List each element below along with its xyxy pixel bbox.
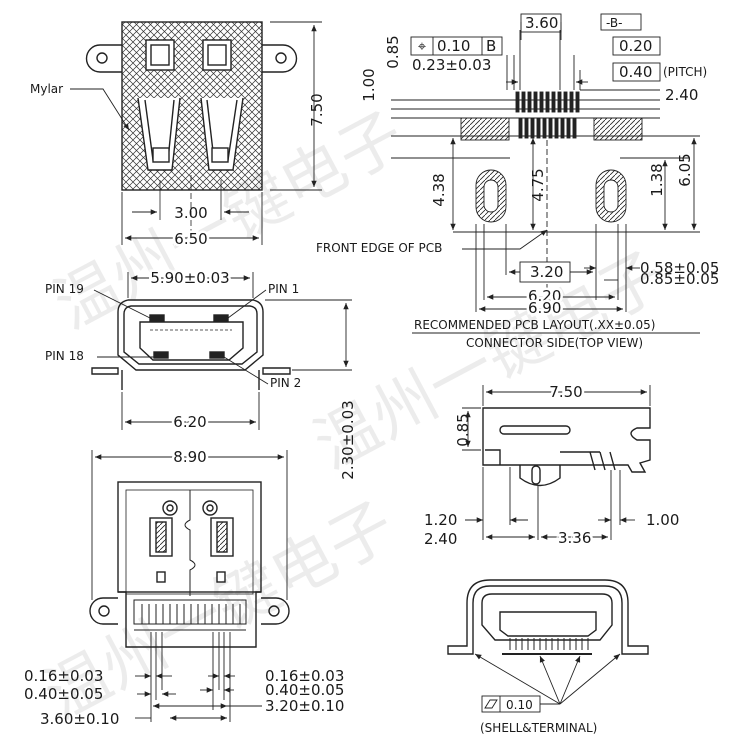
dim-w300-text: 3.00 — [174, 204, 207, 222]
dim-s240: 2.40 — [424, 530, 457, 548]
dim-p690-bg: 6.90 — [528, 299, 561, 317]
pin-dims — [135, 632, 262, 722]
shell-view — [447, 579, 649, 655]
dim-p023: 0.23±0.03 — [412, 56, 491, 74]
dim-w650 — [121, 192, 263, 245]
pin19-label: PIN 19 — [45, 282, 84, 296]
layout-subtitle: CONNECTOR SIDE(TOP VIEW) — [466, 336, 643, 350]
dim-p058: 0.58±0.05 — [640, 259, 719, 277]
pin1-leader — [227, 289, 267, 319]
dim-p360: 3.60 — [525, 14, 558, 32]
dim-t320-right: 3.20±0.10 — [265, 697, 344, 715]
position-tolerance-symbol: ⌖ — [418, 37, 427, 55]
front-edge-leader — [462, 229, 548, 250]
mylar-callout: Mylar — [30, 82, 130, 131]
dim-top-height — [270, 21, 322, 191]
dim-top-height-text: 7.50 — [308, 93, 326, 126]
layout-title: RECOMMENDED PCB LAYOUT(.XX±0.05) — [414, 318, 655, 332]
dim-s100: 1.00 — [646, 511, 679, 529]
pin19-leader — [93, 289, 151, 319]
dim-s120: 1.20 — [424, 511, 457, 529]
side-dims — [462, 385, 651, 540]
dim-w590-text: 5.90±0.03 — [150, 269, 229, 287]
dim-p605: 6.05 — [676, 153, 694, 186]
dim-h230-text: 2.30±0.03 — [339, 400, 357, 479]
dim-w620-front-text: 6.20 — [173, 413, 206, 431]
dim-p320: 3.20 — [530, 263, 563, 281]
pin2-label: PIN 2 — [270, 376, 301, 390]
pitch-dims — [506, 22, 588, 85]
dim-s336-bg: 3.36 — [558, 529, 591, 547]
dim-s085: 0.85 — [454, 413, 472, 446]
dim-w890 — [91, 450, 288, 600]
flatness-value: 0.10 — [506, 698, 533, 712]
flatness-frame — [474, 653, 621, 713]
pin2-leader — [223, 356, 269, 385]
side-view — [482, 407, 651, 487]
dim-p138: 1.38 — [648, 163, 666, 196]
dim-t040-left: 0.40±0.05 — [24, 685, 103, 703]
bottom-view — [89, 481, 290, 648]
dim-s750-bg: 7.50 — [549, 383, 582, 401]
dim-p438: 4.38 — [430, 173, 448, 206]
dim-p040: 0.40 — [619, 63, 652, 81]
dim-w620-front — [121, 392, 260, 430]
pitch-label: (PITCH) — [663, 65, 707, 79]
dim-w890-text: 8.90 — [173, 448, 206, 466]
shell-terminal-label: (SHELL&TERMINAL) — [480, 721, 597, 735]
dim-p475: 4.75 — [529, 168, 547, 201]
pcb-layout — [391, 30, 700, 312]
dim-p085b: 0.85±0.05 — [640, 270, 719, 288]
top-view — [85, 21, 298, 235]
dim-p085: 0.85 — [384, 35, 402, 68]
pin18-label: PIN 18 — [45, 349, 84, 363]
dim-s336: 3.36 — [558, 529, 591, 547]
dim-t040-right: 0.40±0.05 — [265, 681, 344, 699]
datum-b-tag: -B- — [606, 16, 622, 30]
front-edge-label: FRONT EDGE OF PCB — [316, 241, 442, 255]
dim-t016-right: 0.16±0.03 — [265, 667, 344, 685]
dim-p240: 2.40 — [665, 86, 698, 104]
mylar-label: Mylar — [30, 82, 63, 96]
dim-h230 — [265, 299, 352, 371]
dim-p620-bg: 6.20 — [528, 287, 561, 305]
dim-p690: 6.90 — [528, 299, 561, 317]
dim-t360-left: 3.60±0.10 — [40, 710, 119, 728]
dim-p320-box — [519, 261, 571, 283]
dim-w620-bg: 6.20 — [173, 413, 206, 431]
dim-p620: 6.20 — [528, 287, 561, 305]
dim-p020: 0.20 — [619, 37, 652, 55]
watermark-mid: 温州一键电子 — [303, 239, 677, 485]
dim-w890-bg: 8.90 — [173, 448, 206, 466]
dim-s750: 7.50 — [549, 383, 582, 401]
dim-p100: 1.00 — [360, 68, 378, 101]
dim-w590 — [127, 272, 254, 298]
position-tolerance-datum: B — [486, 37, 496, 55]
dim-t016-left: 0.16±0.03 — [24, 667, 103, 685]
dim-w650-text: 6.50 — [174, 230, 207, 248]
dim-w650-bg: 6.50 — [174, 230, 207, 248]
position-tolerance-value: 0.10 — [437, 37, 470, 55]
pin1-label: PIN 1 — [268, 282, 299, 296]
dim-w590-bg: 5.90±0.03 — [150, 269, 229, 287]
